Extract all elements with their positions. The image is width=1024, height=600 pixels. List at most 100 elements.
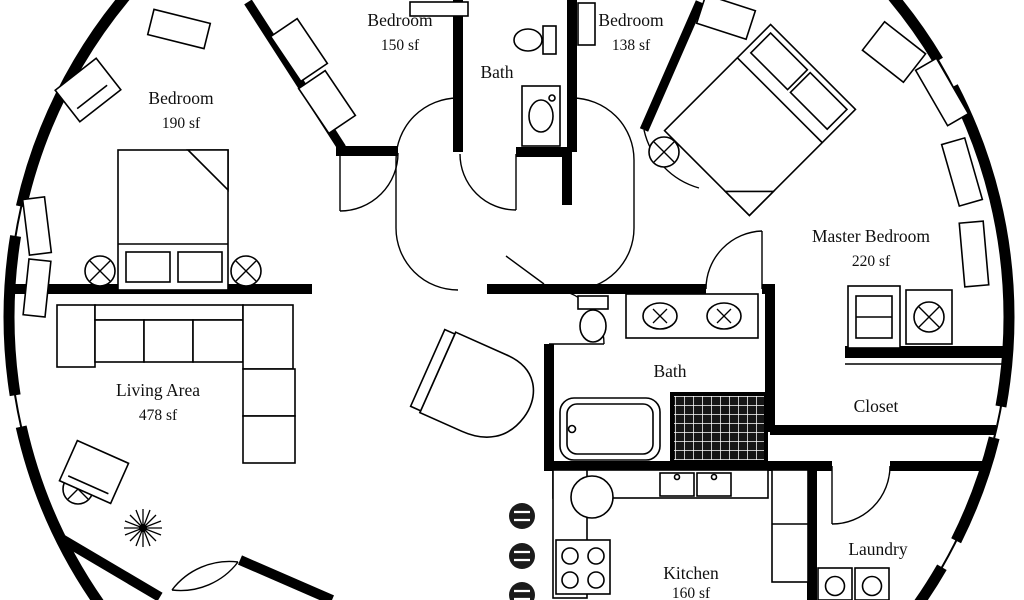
burner — [561, 571, 579, 589]
piano-keyboard — [409, 328, 456, 412]
tiled-shower — [670, 392, 768, 464]
dresser — [861, 20, 927, 84]
wall-bedroom3-master-diagonal — [639, 0, 705, 132]
door-bath-top — [459, 153, 517, 211]
bed-fold-corner — [186, 149, 229, 192]
toilet-tank — [542, 25, 557, 55]
room-size-bedroom-150: 150 sf — [381, 37, 420, 54]
grand-piano — [409, 328, 535, 438]
sofa-corner — [242, 304, 294, 370]
dome-wall-segments — [3, 0, 1015, 600]
room-size-master-bedroom: 220 sf — [852, 253, 891, 270]
kitchen-furniture — [507, 469, 809, 600]
sofa-arm-chair — [56, 304, 96, 368]
ceiling-fan-symbol — [123, 508, 163, 548]
dryer — [854, 567, 890, 600]
laundry-furniture — [817, 567, 890, 600]
bath-top-fixtures — [513, 25, 561, 147]
door-swings — [171, 97, 891, 592]
pillow — [749, 31, 809, 91]
wall-entry-southwest-a — [57, 533, 163, 600]
burner — [561, 547, 579, 565]
sofa-cushion — [192, 319, 244, 363]
faucet — [710, 473, 718, 481]
entry-double-doors — [171, 560, 239, 592]
side-table — [905, 289, 953, 345]
door-laundry — [831, 465, 891, 525]
room-label-master-bedroom: Master Bedroom — [812, 226, 930, 246]
shelf — [22, 258, 52, 318]
bed-fold-corner — [723, 190, 776, 217]
armchair — [847, 285, 901, 349]
sofa-cushion — [94, 319, 145, 363]
sofa-cushion — [143, 319, 194, 363]
bath2-fixtures — [559, 293, 768, 464]
stool — [507, 580, 537, 600]
shelf — [914, 57, 970, 127]
washer-door — [824, 575, 846, 597]
toilet-tank — [577, 295, 609, 310]
nightstand-table — [230, 255, 262, 287]
sofa-chaise — [242, 415, 296, 464]
shelf — [940, 136, 984, 208]
stool — [507, 501, 537, 531]
shelf — [958, 220, 990, 288]
room-label-bedroom-150: Bedroom — [367, 10, 433, 30]
dryer-door — [861, 575, 883, 597]
nightstand-table — [84, 255, 116, 287]
room-size-bedroom-138: 138 sf — [612, 37, 651, 54]
foyer-arch-northwest — [395, 97, 459, 161]
room-label-bedroom-138: Bedroom — [598, 10, 664, 30]
pantry-cabinet — [771, 469, 809, 583]
double-sink-basin — [659, 472, 695, 497]
room-label-living-area: Living Area — [116, 380, 200, 400]
pillow — [125, 251, 171, 283]
room-label-bath-middle: Bath — [653, 361, 686, 381]
round-sink — [570, 475, 614, 519]
shelf — [21, 195, 53, 257]
room-label-laundry: Laundry — [848, 539, 908, 559]
foyer-arch-northeast — [571, 97, 635, 161]
sink-basin — [528, 99, 554, 133]
table-lamp — [913, 301, 945, 333]
nightstand-table — [648, 136, 680, 168]
room-size-bedroom-190: 190 sf — [162, 115, 201, 132]
dresser — [695, 0, 757, 41]
room-labels: Bedroom 190 sf Bedroom 150 sf Bath Bedro… — [116, 10, 930, 600]
wall-entry-southwest-b — [238, 555, 334, 600]
room-label-bath-top: Bath — [480, 62, 513, 82]
bedroom1-furniture — [21, 8, 262, 318]
sofa-back — [94, 304, 244, 321]
dresser — [269, 17, 329, 83]
toilet-bowl — [579, 309, 607, 343]
washer — [817, 567, 853, 600]
shelf — [409, 1, 469, 17]
room-label-kitchen: Kitchen — [663, 563, 719, 583]
stool — [507, 541, 537, 571]
burner — [587, 547, 605, 565]
room-size-kitchen: 160 sf — [672, 585, 711, 600]
master-furniture — [648, 0, 1006, 365]
bedroom3-furniture — [577, 2, 596, 46]
outer-dome-wall — [3, 0, 1015, 600]
room-label-bedroom-190: Bedroom — [148, 88, 214, 108]
pillow — [177, 251, 223, 283]
burner — [587, 571, 605, 589]
bedroom2-furniture — [269, 1, 469, 135]
door-foyer-angled — [505, 255, 545, 285]
faucet — [548, 94, 556, 102]
dresser — [146, 8, 212, 50]
bathtub — [559, 397, 661, 461]
tub-faucet — [567, 424, 577, 434]
bathtub-inner — [566, 403, 654, 455]
pillow — [789, 71, 849, 131]
double-sink-basin — [696, 472, 732, 497]
interior-walls — [9, 0, 1008, 600]
shelf — [577, 2, 596, 46]
room-label-closet: Closet — [854, 396, 899, 416]
sofa-chaise — [242, 368, 296, 417]
foyer-arch-southwest — [395, 227, 459, 291]
accent-chair — [58, 439, 130, 505]
